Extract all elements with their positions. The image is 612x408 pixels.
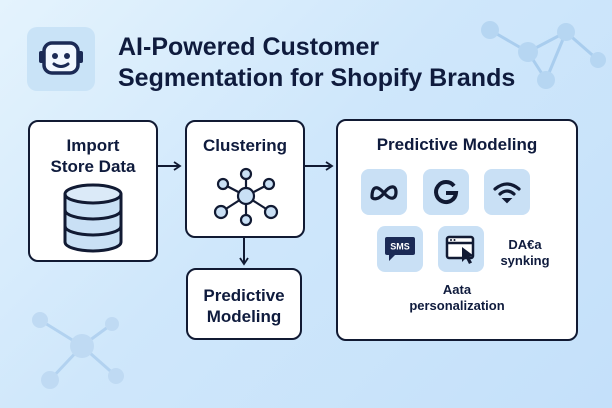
personalization-line-2: personalization	[409, 298, 505, 313]
import-label-line-2: Store Data	[50, 157, 136, 176]
browser-tile	[438, 226, 484, 272]
google-icon	[434, 180, 459, 205]
syncing-line-2: synking	[500, 253, 550, 268]
import-store-data-box: Import Store Data	[28, 120, 158, 262]
predictive-modeling-small-box: Predictive Modeling	[186, 268, 302, 340]
sms-tile: SMS	[377, 226, 423, 272]
meta-icon	[370, 185, 398, 201]
syncing-label: DA€a synking	[490, 237, 560, 269]
meta-tile	[361, 169, 407, 215]
predictive-small-line-2: Modeling	[206, 307, 282, 326]
sms-text: SMS	[390, 242, 410, 252]
import-label-line-1: Import	[66, 136, 120, 155]
wifi-icon	[493, 182, 521, 204]
database-icon	[63, 183, 123, 253]
robot-logo	[27, 27, 95, 91]
robot-icon	[39, 41, 83, 75]
predictive-large-label: Predictive Modeling	[376, 135, 538, 154]
sms-icon: SMS	[385, 237, 415, 261]
browser-cursor-icon	[445, 235, 475, 264]
clustering-label: Clustering	[202, 136, 288, 155]
google-tile	[423, 169, 469, 215]
title-line-1: AI-Powered Customer	[118, 33, 380, 61]
wifi-tile	[484, 169, 530, 215]
personalization-label: Aata personalization	[392, 282, 522, 314]
background-network-top-right	[481, 21, 606, 89]
title-line-2: Segmentation for Shopify Brands	[118, 64, 516, 92]
predictive-small-line-1: Predictive	[203, 286, 285, 305]
personalization-line-1: Aata	[442, 282, 472, 297]
syncing-line-1: DA€a	[508, 237, 542, 252]
predictive-modeling-large-box: Predictive Modeling	[336, 119, 578, 341]
diagram-title: AI-Powered Customer Segmentation for Sho…	[118, 32, 588, 94]
clustering-box: Clustering	[185, 120, 305, 238]
background-network-bottom-left	[32, 312, 124, 389]
network-icon	[213, 167, 279, 227]
